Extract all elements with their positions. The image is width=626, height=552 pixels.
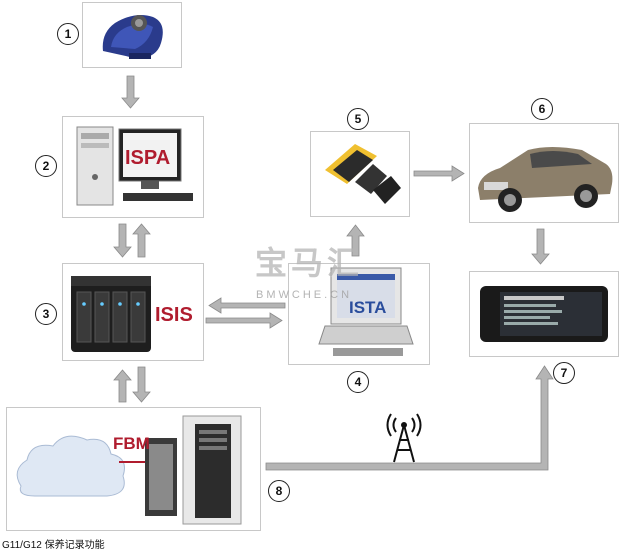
node-number-4: 4	[347, 371, 369, 393]
isis-label: ISIS	[155, 304, 193, 326]
central-display-icon	[480, 286, 608, 342]
arrow-4-to-3	[208, 297, 286, 314]
box-6-vehicle	[469, 123, 619, 223]
ista-laptop-icon	[318, 267, 414, 356]
arrow-3-to-4	[205, 312, 283, 329]
bmw-car-icon	[478, 147, 613, 212]
node-number-6: 6	[531, 98, 553, 120]
node-number-1: 1	[57, 23, 79, 45]
figure-caption: G11/G12 保养记录功能	[2, 540, 105, 551]
arrow-8-to-3	[113, 369, 132, 403]
cloud-server-icon	[16, 415, 242, 525]
node-number-5: 5	[347, 108, 369, 130]
radio-tower-icon	[386, 413, 422, 463]
node-number-7: 7	[553, 362, 575, 384]
box-3-isis: ISIS	[62, 263, 204, 361]
vehicle-interface-icon	[325, 144, 401, 204]
node-number-8: 8	[268, 480, 290, 502]
arrow-6-to-7	[531, 228, 550, 265]
watermark-domain: BMWCHE.CN	[256, 289, 353, 301]
arrow-3-to-2	[132, 223, 151, 258]
arrow-3-to-8	[132, 366, 151, 403]
arrow-8-to-7	[265, 365, 554, 471]
box-7-display	[469, 271, 619, 357]
ispa-label: ISPA	[125, 147, 171, 169]
node-number-3: 3	[35, 303, 57, 325]
desktop-computer-icon	[76, 126, 193, 206]
box-1-device	[82, 2, 182, 68]
arrow-4-to-5	[346, 224, 365, 257]
fbm-label: FBM	[113, 434, 150, 453]
ista-label: ISTA	[349, 298, 387, 317]
watermark-chinese: 宝马汇	[255, 244, 364, 282]
box-4-ista: ISTA	[288, 263, 430, 365]
box-5-vci	[310, 131, 410, 217]
node-number-2: 2	[35, 155, 57, 177]
server-nas-icon	[71, 276, 151, 352]
arrow-1-to-2	[121, 75, 140, 109]
arrow-5-to-6	[413, 165, 465, 182]
arrow-2-to-3	[113, 223, 132, 258]
box-8-fbm: FBM	[6, 407, 261, 531]
handheld-scanner-icon	[102, 15, 163, 59]
box-2-ispa: ISPA	[62, 116, 204, 218]
